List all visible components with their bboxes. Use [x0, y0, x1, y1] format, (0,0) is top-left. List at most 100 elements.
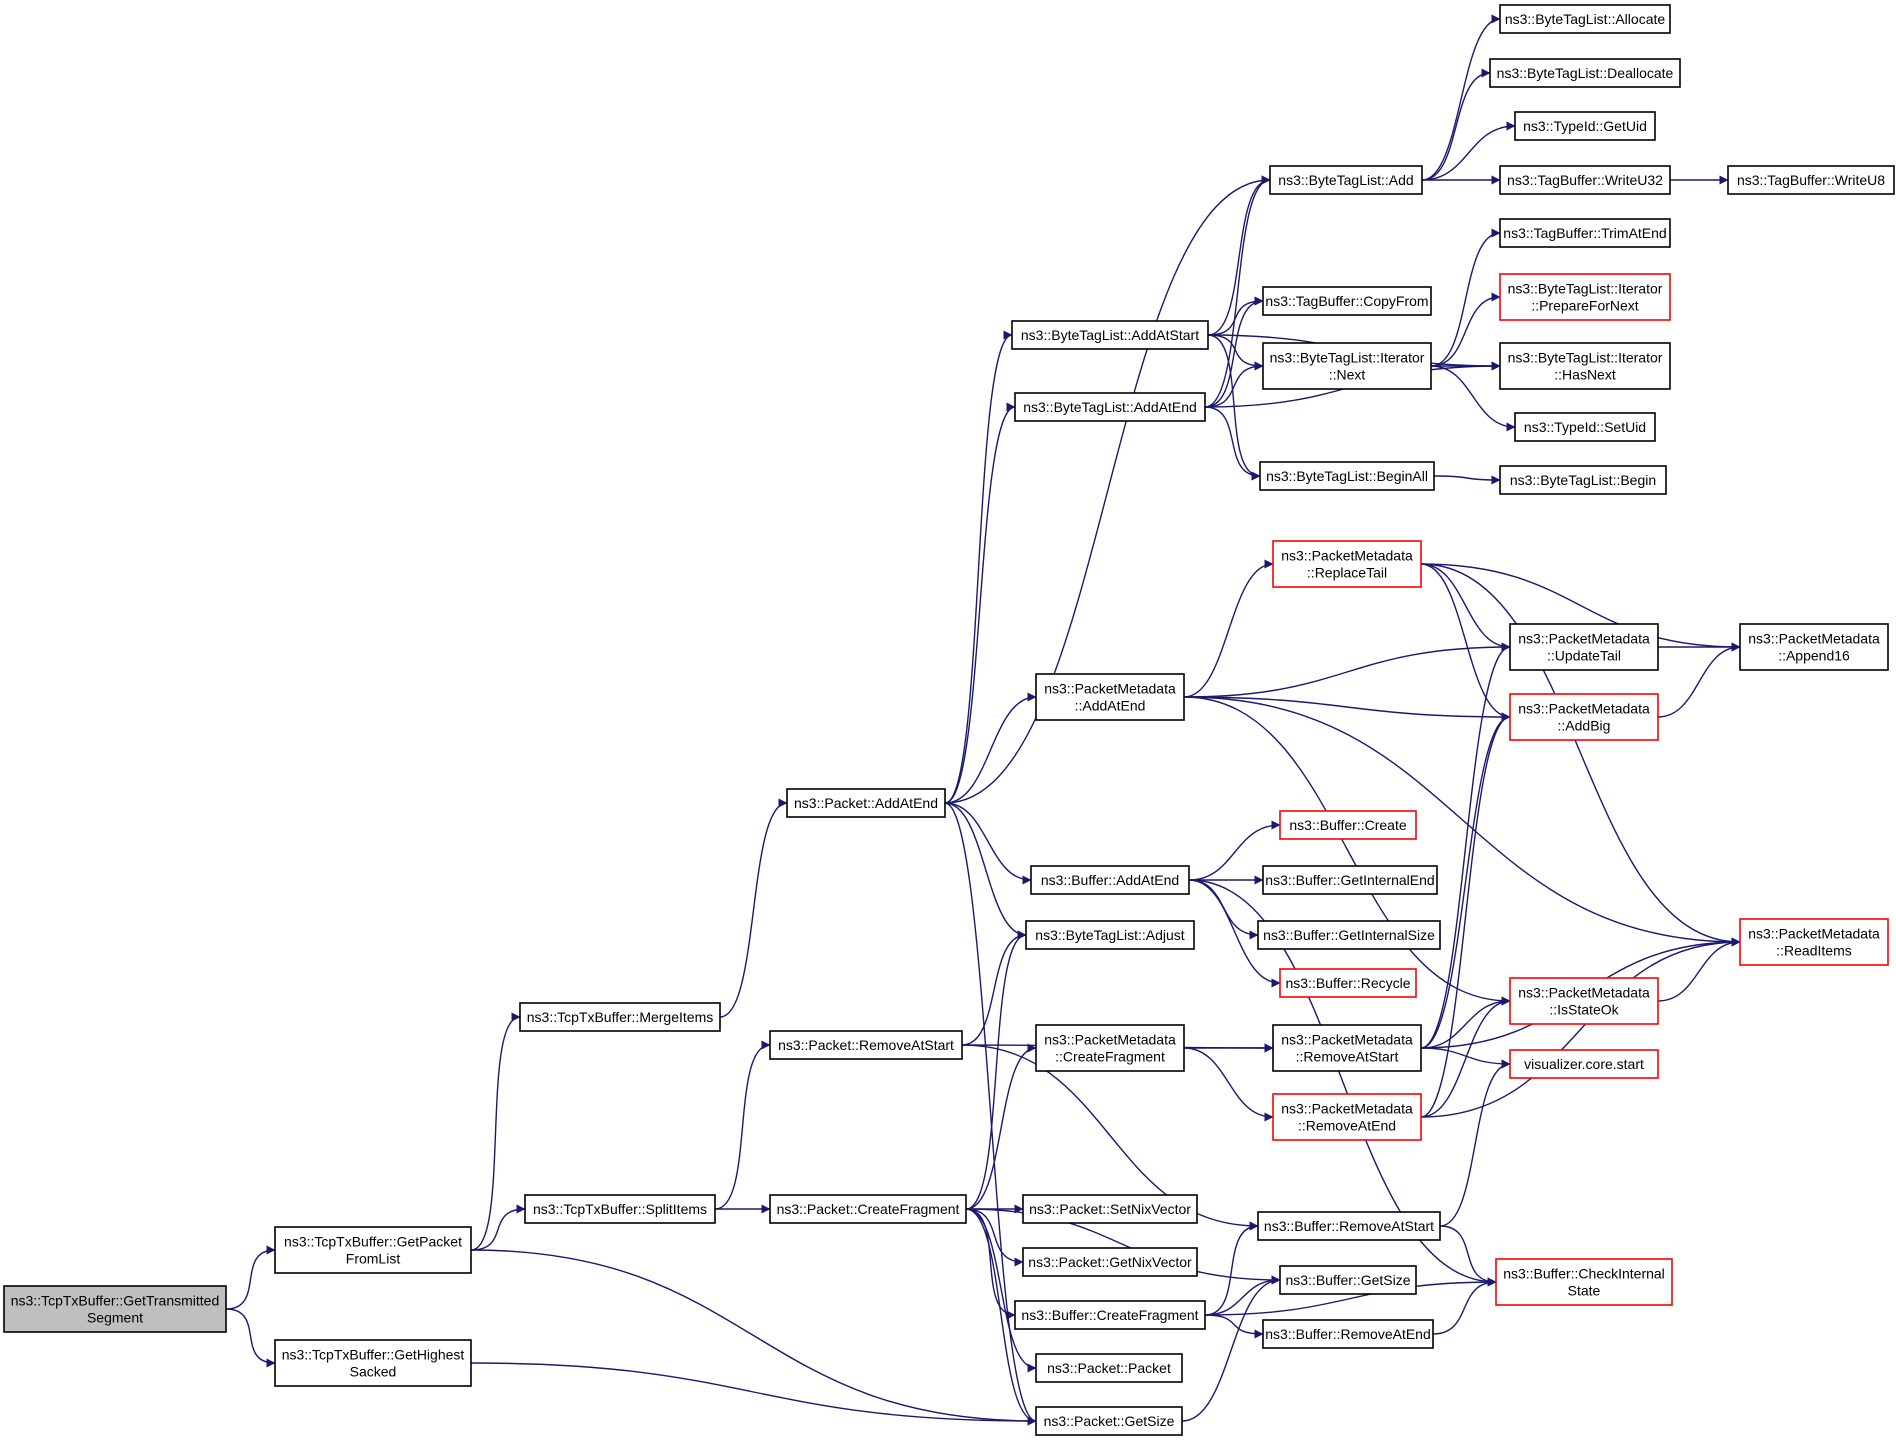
node-btl-deallocate[interactable]: ns3::ByteTagList::Deallocate [1489, 58, 1681, 88]
node-buf-recycle[interactable]: ns3::Buffer::Recycle [1279, 968, 1417, 998]
node-pm-create-fragment[interactable]: ns3::PacketMetadata::CreateFragment [1035, 1024, 1185, 1072]
edge-get-packet-from-list-to-pkt-get-size [470, 1249, 1037, 1426]
node-label: State [1568, 1283, 1601, 1299]
node-pm-append16[interactable]: ns3::PacketMetadata::Append16 [1739, 623, 1889, 671]
node-btl-allocate[interactable]: ns3::ByteTagList::Allocate [1499, 4, 1671, 34]
node-btl-add-at-start[interactable]: ns3::ByteTagList::AddAtStart [1011, 320, 1209, 350]
node-box [519, 1002, 721, 1032]
node-box [1262, 1319, 1434, 1349]
node-buf-create-fragment[interactable]: ns3::Buffer::CreateFragment [1014, 1300, 1206, 1330]
edge-btl-add-at-start-to-btl-begin-all [1207, 334, 1261, 481]
node-label: ns3::TypeId::GetUid [1523, 118, 1647, 134]
edge-pm-add-at-end-to-pm-read-items [1183, 696, 1741, 947]
node-pkt-get-nix-vector[interactable]: ns3::Packet::GetNixVector [1022, 1247, 1198, 1277]
node-pkt-set-nix-vector[interactable]: ns3::Packet::SetNixVector [1022, 1194, 1198, 1224]
node-label: ns3::PacketMetadata [1748, 926, 1880, 942]
node-buf-get-size[interactable]: ns3::Buffer::GetSize [1279, 1265, 1417, 1295]
node-box [1035, 673, 1185, 721]
node-buf-remove-at-end[interactable]: ns3::Buffer::RemoveAtEnd [1262, 1319, 1434, 1349]
edge-btl-add-at-start-to-tb-copy-from [1207, 296, 1264, 336]
node-btl-begin-all[interactable]: ns3::ByteTagList::BeginAll [1259, 461, 1435, 491]
edge-pm-remove-at-start-to-viz-start [1420, 1047, 1511, 1069]
node-pm-remove-at-end[interactable]: ns3::PacketMetadata::RemoveAtEnd [1272, 1093, 1422, 1141]
node-pm-add-big[interactable]: ns3::PacketMetadata::AddBig [1509, 693, 1659, 741]
node-btl-iter-next[interactable]: ns3::ByteTagList::Iterator::Next [1262, 342, 1432, 390]
node-box [1279, 1265, 1417, 1295]
node-label: ::RemoveAtStart [1296, 1049, 1399, 1065]
node-merge-items[interactable]: ns3::TcpTxBuffer::MergeItems [519, 1002, 721, 1032]
node-btl-adjust[interactable]: ns3::ByteTagList::Adjust [1025, 920, 1195, 950]
node-pm-update-tail[interactable]: ns3::PacketMetadata::UpdateTail [1509, 623, 1659, 671]
node-pm-replace-tail[interactable]: ns3::PacketMetadata::ReplaceTail [1272, 540, 1422, 588]
node-type-id-set-uid[interactable]: ns3::TypeId::SetUid [1514, 412, 1656, 442]
node-buf-add-at-end[interactable]: ns3::Buffer::AddAtEnd [1030, 865, 1190, 895]
node-label: Sacked [350, 1364, 397, 1380]
node-label: ns3::ByteTagList::Iterator [1508, 350, 1663, 366]
node-label: ::CreateFragment [1055, 1049, 1165, 1065]
node-type-id-get-uid[interactable]: ns3::TypeId::GetUid [1514, 111, 1656, 141]
node-pkt-get-size[interactable]: ns3::Packet::GetSize [1035, 1406, 1183, 1436]
node-box [1499, 218, 1671, 248]
node-pm-remove-at-start[interactable]: ns3::PacketMetadata::RemoveAtStart [1272, 1024, 1422, 1072]
edge-btl-add-at-end-to-btl-add [1204, 175, 1271, 408]
node-buf-get-internal-end[interactable]: ns3::Buffer::GetInternalEnd [1262, 865, 1438, 895]
node-btl-add[interactable]: ns3::ByteTagList::Add [1269, 165, 1423, 195]
node-label: ns3::TagBuffer::CopyFrom [1265, 293, 1428, 309]
node-btl-iter-has-next[interactable]: ns3::ByteTagList::Iterator::HasNext [1499, 342, 1671, 390]
node-box [1514, 111, 1656, 141]
node-label: ns3::TcpTxBuffer::GetHighest [282, 1347, 465, 1363]
node-label: ns3::Packet::GetNixVector [1028, 1254, 1192, 1270]
node-buf-get-internal-size[interactable]: ns3::Buffer::GetInternalSize [1257, 920, 1441, 950]
edge-pm-remove-at-start-to-pm-update-tail [1420, 642, 1511, 1049]
node-btl-begin[interactable]: ns3::ByteTagList::Begin [1499, 465, 1667, 495]
node-label: ns3::Buffer::Create [1289, 817, 1406, 833]
node-split-items[interactable]: ns3::TcpTxBuffer::SplitItems [524, 1194, 716, 1224]
node-label: ::Append16 [1778, 648, 1850, 664]
node-box [1272, 1093, 1422, 1141]
node-label: ns3::ByteTagList::AddAtStart [1021, 327, 1199, 343]
edge-pm-remove-at-end-to-pm-read-items [1420, 937, 1741, 1118]
edge-btl-add-at-start-to-btl-iter-next [1207, 334, 1264, 371]
node-tb-trim-at-end[interactable]: ns3::TagBuffer::TrimAtEnd [1499, 218, 1671, 248]
edge-get-highest-sacked-to-pkt-get-size [470, 1362, 1037, 1426]
node-pm-read-items[interactable]: ns3::PacketMetadata::ReadItems [1739, 918, 1889, 966]
edge-get-packet-from-list-to-merge-items [470, 1012, 521, 1251]
node-tb-write-u8[interactable]: ns3::TagBuffer::WriteU8 [1727, 165, 1895, 195]
edge-merge-items-to-pkt-add-at-end [719, 798, 788, 1018]
node-box [1022, 1247, 1198, 1277]
node-box [769, 1194, 967, 1224]
node-label: ns3::PacketMetadata [1518, 631, 1650, 647]
node-pkt-remove-at-start[interactable]: ns3::Packet::RemoveAtStart [769, 1030, 963, 1060]
edge-buf-add-at-end-to-buf-recycle [1188, 879, 1281, 988]
node-buf-create[interactable]: ns3::Buffer::Create [1279, 810, 1417, 840]
node-btl-add-at-end[interactable]: ns3::ByteTagList::AddAtEnd [1014, 392, 1206, 422]
node-pkt-create-fragment[interactable]: ns3::Packet::CreateFragment [769, 1194, 967, 1224]
node-label: ns3::ByteTagList::Allocate [1505, 11, 1666, 27]
node-label: FromList [346, 1251, 401, 1267]
edge-pkt-remove-at-start-to-btl-adjust [961, 930, 1027, 1046]
node-box [1499, 342, 1671, 390]
edge-pkt-add-at-end-to-pkt-get-size [944, 802, 1037, 1426]
node-pm-add-at-end[interactable]: ns3::PacketMetadata::AddAtEnd [1035, 673, 1185, 721]
edge-btl-add-at-end-to-btl-begin-all [1204, 406, 1261, 481]
node-pkt-packet[interactable]: ns3::Packet::Packet [1035, 1353, 1183, 1383]
node-tb-copy-from[interactable]: ns3::TagBuffer::CopyFrom [1262, 286, 1432, 316]
node-box [1514, 412, 1656, 442]
edge-pkt-add-at-end-to-pm-add-at-end [944, 692, 1037, 804]
edge-buf-add-at-end-to-buf-check-internal-state [1188, 879, 1497, 1287]
node-label: ns3::ByteTagList::Add [1278, 172, 1413, 188]
node-box [1014, 392, 1206, 422]
node-viz-start[interactable]: visualizer.core.start [1509, 1049, 1659, 1079]
node-btl-iter-prepare[interactable]: ns3::ByteTagList::Iterator::PrepareForNe… [1499, 273, 1671, 321]
node-pm-is-state-ok[interactable]: ns3::PacketMetadata::IsStateOk [1509, 977, 1659, 1025]
node-buf-remove-at-start[interactable]: ns3::Buffer::RemoveAtStart [1257, 1211, 1441, 1241]
node-pkt-add-at-end[interactable]: ns3::Packet::AddAtEnd [786, 788, 946, 818]
node-tb-write-u32[interactable]: ns3::TagBuffer::WriteU32 [1499, 165, 1671, 195]
node-label: ns3::PacketMetadata [1044, 1032, 1176, 1048]
edge-btl-iter-next-to-tb-trim-at-end [1430, 228, 1501, 367]
